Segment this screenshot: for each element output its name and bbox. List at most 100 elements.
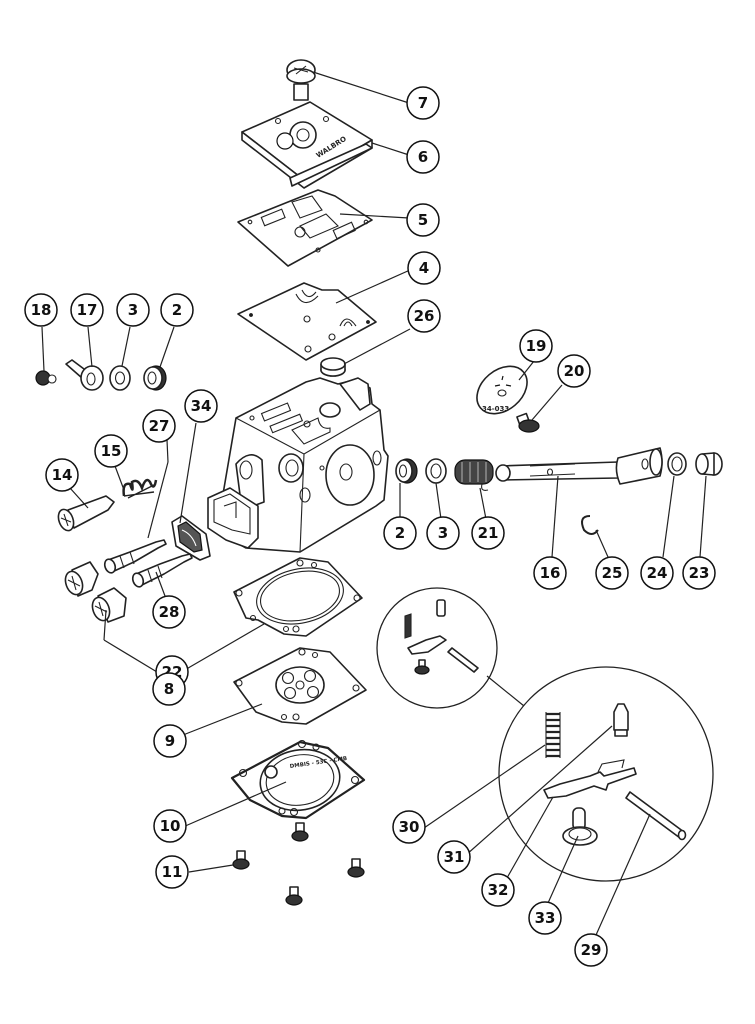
- callout-34[interactable]: 34: [184, 389, 218, 423]
- svg-text:32: 32: [488, 881, 509, 899]
- part-27-low-speed-needle: [103, 539, 167, 574]
- svg-text:21: 21: [478, 524, 499, 542]
- svg-text:2: 2: [395, 524, 405, 542]
- cover-screw: [285, 886, 303, 906]
- part-16-throttle-shaft: [495, 447, 663, 485]
- svg-text:30: 30: [399, 818, 420, 836]
- callout-5[interactable]: 5: [406, 203, 440, 237]
- callout-25[interactable]: 25: [595, 556, 629, 590]
- callout-20[interactable]: 20: [557, 354, 591, 388]
- callout-11[interactable]: 11: [155, 855, 189, 889]
- svg-text:19: 19: [526, 337, 547, 355]
- callout-3-left[interactable]: 3: [116, 293, 150, 327]
- part-28-high-speed-needle: [131, 553, 193, 588]
- callout-6[interactable]: 6: [406, 140, 440, 174]
- part-3-washer-left: [109, 365, 131, 391]
- callout-18[interactable]: 18: [24, 293, 58, 327]
- part-21-throttle-spring: [454, 459, 494, 491]
- callout-14[interactable]: 14: [45, 458, 79, 492]
- svg-text:33: 33: [535, 909, 556, 927]
- svg-text:28: 28: [159, 603, 180, 621]
- callout-28[interactable]: 28: [152, 595, 186, 629]
- svg-text:25: 25: [602, 564, 623, 582]
- plate-marking: 34-033: [482, 405, 509, 413]
- cover-screw: [347, 858, 365, 878]
- callout-17[interactable]: 17: [70, 293, 104, 327]
- svg-text:23: 23: [689, 564, 710, 582]
- callouts: 7 6 5 4 26 18 17 3 2 19 20 34 27 15 14 2…: [24, 86, 716, 967]
- cover-screw: [291, 822, 309, 842]
- detail-view-small: [376, 587, 525, 709]
- svg-text:8: 8: [164, 680, 174, 698]
- cover-screw: [232, 850, 250, 870]
- part-19-throttle-plate: 34-033: [476, 365, 528, 415]
- leader-lines: [41, 71, 707, 945]
- callout-4[interactable]: 4: [407, 251, 441, 285]
- callout-26[interactable]: 26: [407, 299, 441, 333]
- callout-3-right[interactable]: 3: [426, 516, 460, 550]
- part-20-throttle-screw: [516, 412, 540, 433]
- part-34-intake-seal: [171, 515, 211, 561]
- part-9-metering-diaphragm: [233, 647, 367, 725]
- callout-24[interactable]: 24: [640, 556, 674, 590]
- part-4-pump-diaphragm: [237, 282, 377, 361]
- svg-text:3: 3: [128, 301, 138, 319]
- callout-9[interactable]: 9: [153, 724, 187, 758]
- part-5-pump-gasket: [237, 189, 373, 267]
- part-18-lever-nut: [35, 370, 57, 386]
- part-10-metering-cover: DMBIS - 53C - CMB: [230, 739, 366, 820]
- callout-2-right[interactable]: 2: [383, 516, 417, 550]
- callout-32[interactable]: 32: [481, 873, 515, 907]
- svg-text:7: 7: [418, 94, 428, 112]
- callout-31[interactable]: 31: [437, 840, 471, 874]
- part-23-shaft-bushing: [695, 452, 723, 476]
- callout-19[interactable]: 19: [519, 329, 553, 363]
- part-8-metering-gasket: [233, 557, 363, 637]
- callout-29[interactable]: 29: [574, 933, 608, 967]
- svg-text:29: 29: [581, 941, 602, 959]
- part-14-idle-screw: [57, 495, 115, 532]
- part-3-washer-right: [425, 458, 447, 484]
- callout-15[interactable]: 15: [94, 434, 128, 468]
- svg-text:3: 3: [438, 524, 448, 542]
- callout-23[interactable]: 23: [682, 556, 716, 590]
- svg-text:6: 6: [418, 148, 428, 166]
- svg-text:4: 4: [419, 259, 429, 277]
- svg-text:15: 15: [101, 442, 122, 460]
- svg-text:34: 34: [191, 397, 212, 415]
- carburetor-body: [207, 377, 389, 553]
- callout-2-left[interactable]: 2: [160, 293, 194, 327]
- part-7-cover-screw: [286, 59, 316, 101]
- part-25-e-clip: [581, 515, 599, 535]
- callout-10[interactable]: 10: [153, 809, 187, 843]
- part-6-pump-cover: WALBRO: [241, 101, 373, 189]
- svg-text:17: 17: [77, 301, 98, 319]
- part-11-cover-screws: [232, 822, 365, 906]
- part-24-shaft-washer: [667, 452, 687, 476]
- part-22-limiter-caps: [64, 561, 127, 623]
- callout-30[interactable]: 30: [392, 810, 426, 844]
- callout-21[interactable]: 21: [471, 516, 505, 550]
- svg-text:31: 31: [444, 848, 465, 866]
- part-26-inlet-screen: [320, 357, 346, 377]
- svg-text:27: 27: [149, 417, 170, 435]
- callout-7[interactable]: 7: [406, 86, 440, 120]
- svg-text:26: 26: [414, 307, 435, 325]
- part-2-seal-right: [395, 458, 418, 484]
- callout-27[interactable]: 27: [142, 409, 176, 443]
- svg-text:18: 18: [31, 301, 52, 319]
- svg-text:5: 5: [418, 211, 428, 229]
- svg-text:20: 20: [564, 362, 585, 380]
- svg-text:24: 24: [647, 564, 668, 582]
- svg-text:16: 16: [540, 564, 561, 582]
- callout-8[interactable]: 8: [152, 672, 186, 706]
- detail-view-large: [498, 666, 714, 882]
- callout-33[interactable]: 33: [528, 901, 562, 935]
- part-15-idle-spring: [122, 478, 158, 499]
- svg-text:10: 10: [160, 817, 181, 835]
- callout-16[interactable]: 16: [533, 556, 567, 590]
- svg-text:9: 9: [165, 732, 175, 750]
- svg-text:11: 11: [162, 863, 183, 881]
- part-17-choke-lever: [65, 359, 104, 391]
